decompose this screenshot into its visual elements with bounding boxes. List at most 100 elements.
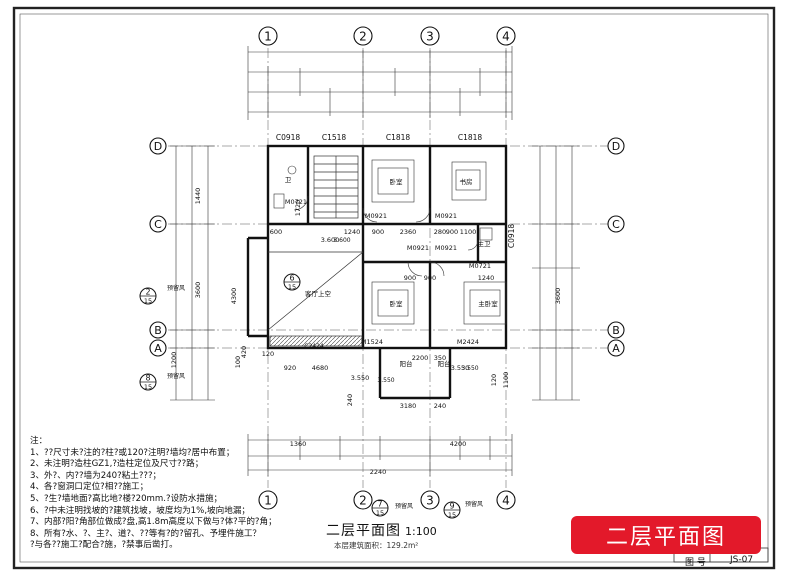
dimension-value: 3600: [554, 288, 562, 305]
axis-label-D: D: [612, 140, 620, 153]
dimension-value: 2240: [370, 468, 387, 476]
axis-bubble-3-bottom: [420, 490, 440, 510]
door-tag: M1524: [361, 338, 383, 346]
dimension-value: 240: [434, 402, 446, 410]
dimension-value: 920: [284, 364, 296, 372]
dimension-value: 1240: [344, 228, 361, 236]
room-label: 卫: [285, 176, 292, 184]
axis-label-2: 2: [359, 494, 367, 508]
drawing-scale: 1:100: [405, 525, 437, 538]
annotation-text: 预留风: [167, 372, 185, 380]
annotation-text: 预留风: [395, 502, 413, 510]
axis-bubble-B-left: [149, 321, 167, 339]
note-2: 2、未注明?造柱GZ1,?造柱定位及尺寸??路；: [30, 459, 204, 470]
axis-label-B: B: [154, 324, 162, 337]
room-label: 主卫: [478, 239, 492, 248]
axis-bubble-4-top: [496, 26, 516, 46]
door-tag: M0721: [469, 262, 491, 270]
dimension-value: 2200: [412, 354, 429, 362]
annotation-text: 预留风: [167, 284, 185, 292]
window-tag: C0918: [276, 133, 301, 142]
window-tag: C1518: [322, 133, 347, 142]
dimension-value: 3.550: [351, 374, 370, 382]
dimension-value: 3180: [400, 402, 417, 410]
dimension-value: 280: [434, 228, 446, 236]
dimension-value: 900: [404, 274, 416, 282]
door-tag: M0921: [435, 244, 457, 252]
dimension-value: 1240: [478, 274, 495, 282]
axis-label-4: 4: [502, 30, 510, 44]
annotation-text: 3.550: [461, 365, 478, 372]
axis-label-C: C: [154, 218, 162, 231]
drawing-number: JS-07: [730, 555, 754, 565]
window-tag: C1818: [458, 133, 483, 142]
axis-label-C: C: [612, 218, 620, 231]
axis-label-B: B: [612, 324, 620, 337]
dimension-value: 3600: [194, 282, 202, 299]
note-1: 1、??尺寸未?注的?柱?或120?注明?墙均?居中布置；: [30, 447, 235, 458]
detail-bubble-left-1-top: 2: [145, 288, 150, 297]
note-5: 5、?生?墙地面?高比地?楼?20mm.?设防水措施；: [30, 493, 223, 504]
dimension-value: 120: [490, 374, 498, 386]
detail-bubble-left-2-bottom: 15: [144, 383, 152, 391]
note-9: ?与各??施工?配合?施，?禁事后凿打。: [30, 540, 178, 551]
dimension-value: 350: [434, 354, 446, 362]
axis-label-1: 1: [264, 30, 272, 44]
dimension-value: 1100: [502, 372, 510, 389]
dimension-value: 4680: [312, 364, 329, 372]
detail-bubble-bottom-1-bottom: 15: [376, 509, 384, 517]
dimension-value: 900: [446, 228, 458, 236]
dimension-value: 1720: [294, 200, 302, 217]
dimension-value: 4300: [230, 288, 238, 305]
door-tag: M0721: [285, 198, 307, 206]
axis-bubble-1-bottom: [258, 490, 278, 510]
dimension-value: 4200: [450, 440, 467, 448]
dimension-value: 420: [240, 346, 248, 358]
axis-label-3: 3: [426, 494, 434, 508]
axis-bubble-A-left: [149, 339, 167, 357]
axis-bubble-D-left: [149, 137, 167, 155]
window-tag: C1818: [386, 133, 411, 142]
room-labels: 卧室书房卧室主卧室主卫卫阳台客厅上空阳台: [285, 176, 499, 368]
axis-bubble-A-right: [607, 339, 625, 357]
dimension-value: 240: [346, 394, 354, 406]
annotation-text: 3.600: [333, 237, 350, 244]
axis-bubble-C-left: [149, 215, 167, 233]
notes-label: 注：: [30, 436, 48, 446]
general-notes: 注： 1、??尺寸未?注的?柱?或120?注明?墙均?居中布置； 2、未注明?造…: [30, 436, 360, 552]
axis-bubble-C-right: [607, 215, 625, 233]
room-label: 卧室: [390, 177, 404, 186]
axis-label-D: D: [154, 140, 162, 153]
door-tag: M2424: [457, 338, 479, 346]
door-tag: M0921: [435, 212, 457, 220]
axis-label-3: 3: [426, 30, 434, 44]
door-tag: M0921: [407, 244, 429, 252]
window-tag: C0918: [507, 224, 516, 249]
room-label: 客厅上空: [305, 289, 332, 298]
inner-frame: [19, 13, 769, 563]
axis-label-2: 2: [359, 30, 367, 44]
axis-bubble-1-top: [258, 26, 278, 46]
floor-area-note: 本层建筑面积：129.2m²: [334, 541, 419, 550]
axis-label-4: 4: [502, 494, 510, 508]
drawing-number-label: 图 号: [685, 558, 706, 568]
axis-bubble-D-right: [607, 137, 625, 155]
note-7: 7、内部?阳?角部位做成?盘,高1.8m高度以下做与?体?平的?角；: [30, 517, 277, 528]
dimension-value: 3.550: [451, 364, 470, 372]
outer-frame: [12, 6, 776, 570]
room-label: 阳台: [438, 359, 451, 368]
note-8: 8、所有?水、?、主?、道?、??等有?的?留孔、予埋件施工？: [30, 528, 262, 539]
detail-bubble-center-top: 6: [289, 274, 294, 283]
dimension-value: 1360: [290, 440, 307, 448]
side-dimension-chains: [170, 145, 580, 401]
axis-bubble-B-right: [607, 321, 625, 339]
dimension-value: 600: [270, 228, 282, 236]
dimension-value: 2360: [400, 228, 417, 236]
top-dimension-chains: [247, 46, 513, 120]
dimension-value: 100: [234, 356, 242, 368]
